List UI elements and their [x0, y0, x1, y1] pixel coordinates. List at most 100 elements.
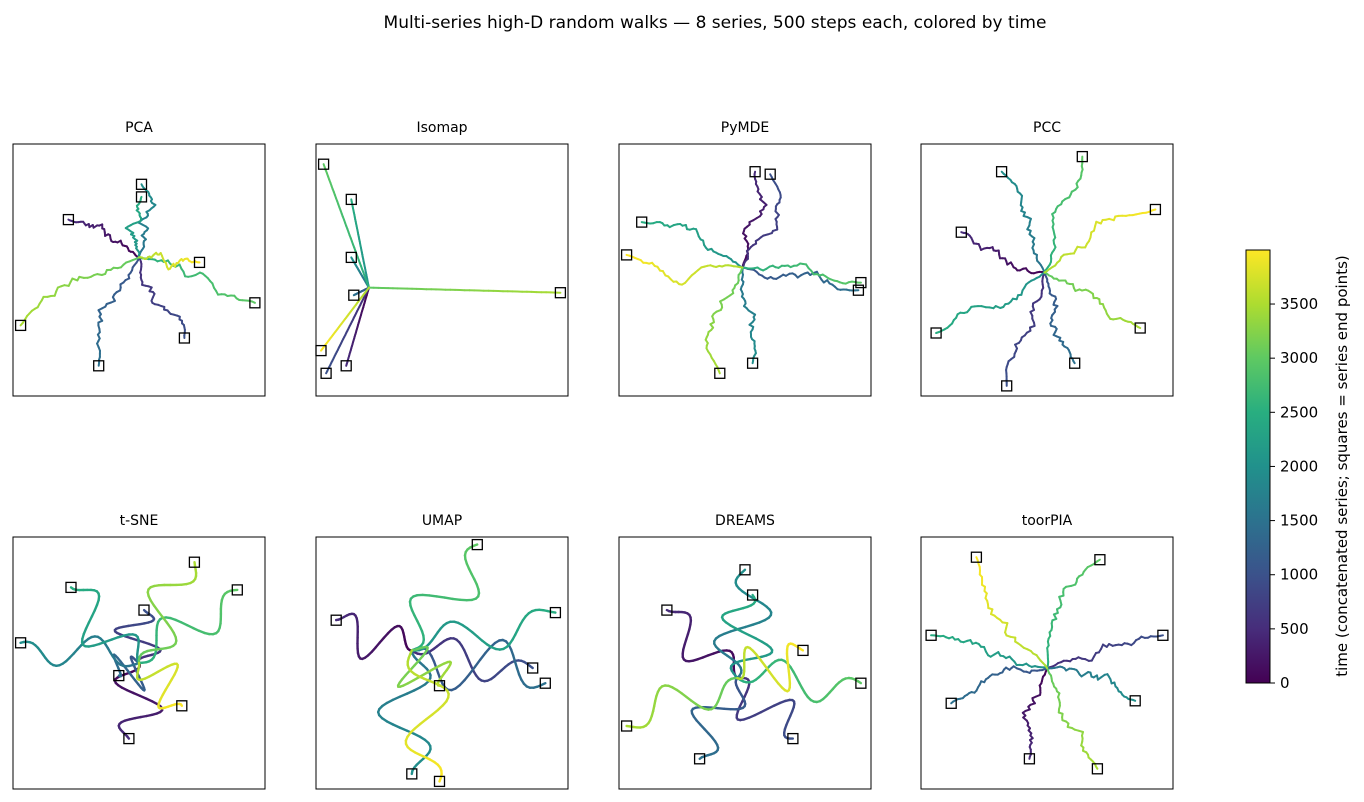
series-line [528, 664, 534, 670]
colorbar-tick-label: 3000 [1280, 349, 1318, 367]
series-line [345, 362, 348, 367]
series-group [19, 561, 239, 740]
end-point-marker [749, 166, 761, 178]
series-line [19, 321, 24, 327]
panel-title: toorPIA [1022, 513, 1073, 529]
panel-title: PyMDE [721, 120, 769, 136]
end-point-marker [65, 581, 77, 594]
series-line [766, 704, 776, 710]
series-line [625, 253, 631, 257]
colorbar-tick-label: 1500 [1280, 512, 1318, 530]
series-line [425, 667, 435, 674]
series-line [717, 369, 721, 375]
end-point-marker [345, 193, 357, 206]
series-line [975, 556, 979, 562]
series-line [156, 609, 164, 618]
series-line [550, 610, 557, 614]
series-line [419, 718, 428, 726]
series-line [665, 608, 671, 613]
end-point-marker [693, 753, 706, 765]
end-point-marker [620, 249, 633, 261]
series-line [139, 195, 143, 200]
end-point-marker [797, 644, 809, 657]
end-point-marker [176, 700, 188, 712]
series-line [950, 700, 955, 705]
end-point-marker [764, 168, 776, 180]
end-point-marker [1129, 695, 1141, 707]
axes-frame [12, 536, 266, 790]
panel-pymde: PyMDE [618, 120, 872, 397]
end-point-marker [855, 276, 867, 289]
panel-dreams: DREAMS [618, 513, 872, 790]
panel-umap: UMAP [315, 513, 569, 790]
series-line [856, 680, 863, 685]
series-line [428, 594, 438, 598]
series-line [431, 708, 440, 716]
end-point-marker [1091, 763, 1104, 775]
series-line [741, 568, 747, 574]
series-line [1136, 325, 1142, 329]
end-point-marker [178, 332, 191, 344]
series-line [741, 630, 751, 637]
colorbar-gradient [1245, 249, 1271, 684]
end-point-marker [330, 614, 342, 626]
series-line [468, 665, 477, 675]
series-line [325, 370, 329, 375]
panel-title: PCC [1033, 120, 1061, 136]
panel-title: t-SNE [120, 513, 159, 529]
series-line [734, 627, 744, 633]
axes-frame [618, 536, 872, 790]
series-group [930, 556, 1164, 770]
end-point-marker [113, 669, 125, 682]
end-point-marker [123, 732, 135, 745]
end-point-marker [539, 677, 551, 689]
series-line [443, 596, 454, 601]
series-line [451, 597, 462, 601]
end-point-marker [995, 166, 1008, 178]
series-line [179, 703, 184, 707]
series-group [19, 183, 256, 367]
series-line [960, 231, 965, 234]
end-point-marker [320, 367, 332, 379]
end-point-marker [14, 319, 27, 332]
end-point-marker [787, 732, 799, 745]
series-line [425, 713, 434, 721]
end-point-marker [135, 178, 148, 190]
series-group [335, 543, 557, 783]
series-line [1028, 755, 1031, 760]
end-point-marker [135, 191, 148, 203]
series-line [1151, 208, 1157, 212]
end-point-marker [970, 551, 983, 563]
axes-frame [920, 143, 1174, 397]
series-line [1072, 360, 1076, 365]
series-line [419, 671, 428, 678]
end-point-marker [348, 289, 360, 301]
series-line [763, 664, 771, 674]
series-line [484, 646, 492, 655]
axes-frame [315, 536, 569, 790]
panel-title: Isomap [416, 120, 467, 136]
series-line [1094, 765, 1099, 770]
series-line [69, 586, 75, 591]
end-point-marker [930, 327, 942, 339]
end-point-marker [636, 216, 648, 228]
end-point-marker [1157, 629, 1169, 641]
series-line [1159, 634, 1164, 637]
colorbar-label: time (concatenated series; squares = ser… [1333, 255, 1351, 677]
axes-frame [920, 536, 1174, 790]
end-point-marker [620, 720, 633, 732]
series-group [625, 170, 862, 375]
series-line [410, 769, 414, 776]
end-point-marker [1149, 203, 1162, 216]
series-line [126, 735, 131, 740]
panel-pcc: PCC [920, 120, 1174, 397]
end-point-marker [14, 637, 27, 649]
end-point-marker [1001, 380, 1013, 392]
series-line [479, 651, 487, 661]
series-line [117, 674, 122, 678]
series-line [698, 756, 703, 760]
series-group [320, 163, 562, 375]
